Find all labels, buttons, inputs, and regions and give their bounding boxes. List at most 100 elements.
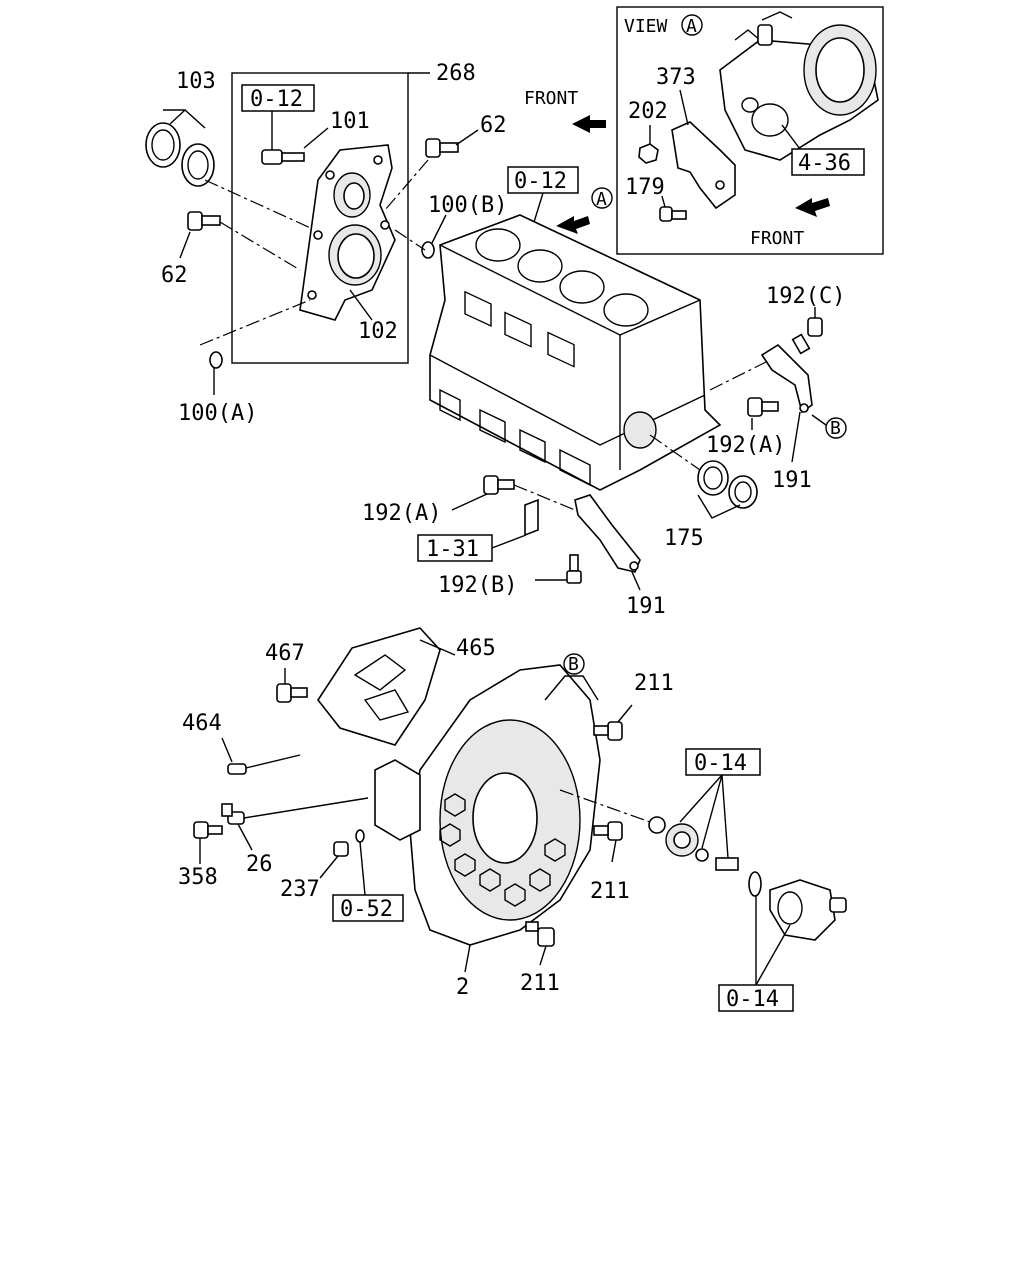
bolt-358 — [193, 821, 223, 839]
pump-0-14 — [748, 871, 847, 941]
front-arrow-icon — [572, 115, 606, 133]
leader-131 — [491, 534, 527, 549]
leader-179 — [661, 195, 666, 208]
idler-gear-0-14 — [648, 816, 739, 871]
label-175: 175 — [664, 526, 704, 551]
leader-191a — [791, 411, 801, 463]
label-131: 1-31 — [426, 537, 479, 562]
label-052: 0-52 — [340, 897, 393, 922]
label-62b: 62 — [161, 263, 188, 288]
oil-seal-103 — [145, 122, 215, 187]
leader-mark-b1 — [811, 414, 827, 426]
o-ring-100b — [421, 241, 435, 259]
label-62a: 62 — [480, 113, 507, 138]
centerline-464 — [245, 754, 301, 769]
label-191b: 191 — [626, 594, 666, 619]
leader-014a-2 — [701, 774, 723, 849]
label-211b: 211 — [590, 879, 630, 904]
bolt-192a-right — [747, 397, 779, 417]
label-2: 2 — [456, 975, 469, 1000]
leader-052 — [359, 841, 366, 896]
leader-102 — [349, 289, 373, 321]
label-465: 465 — [456, 636, 496, 661]
label-100b: 100(B) — [428, 193, 507, 218]
bracket-1-31 — [524, 498, 539, 537]
centerline-seal — [204, 179, 316, 231]
label-mark-b2: B — [568, 654, 579, 675]
label-mark-b1: B — [830, 418, 841, 439]
bolt-62-left — [187, 211, 221, 231]
label-191a: 191 — [772, 468, 812, 493]
leader-014b-2 — [755, 924, 791, 986]
leader-373 — [679, 89, 689, 126]
pin-464 — [227, 763, 247, 775]
leader-211b — [611, 839, 617, 863]
label-436: 4-36 — [798, 151, 851, 176]
leader-014a-3 — [721, 774, 729, 859]
label-268: 268 — [436, 61, 476, 86]
bolt-211-middle — [593, 821, 623, 841]
bolt-192a-lower — [483, 475, 515, 495]
nut-202 — [638, 143, 659, 164]
label-211c: 211 — [520, 971, 560, 996]
label-101: 101 — [330, 109, 370, 134]
bolt-101 — [261, 149, 305, 165]
injection-pump-assembly — [719, 11, 879, 161]
leader-mark-b2 — [544, 675, 599, 701]
bracket-373 — [671, 121, 736, 210]
ref-box-436[interactable] — [791, 148, 865, 176]
leader-465 — [419, 639, 456, 656]
ref-box-131[interactable] — [417, 534, 493, 562]
label-front2: FRONT — [750, 228, 804, 249]
centerline-gear — [559, 789, 651, 823]
bolt-192b — [566, 554, 582, 584]
leader-211c — [539, 945, 547, 966]
centerline-26 — [243, 797, 369, 819]
front-cover-plate — [299, 144, 396, 321]
ref-box-052[interactable] — [332, 894, 404, 922]
ref-box-012b[interactable] — [507, 166, 579, 194]
label-192a1: 192(A) — [706, 433, 785, 458]
label-192a2: 192(A) — [362, 501, 441, 526]
leader-014a-1 — [679, 774, 723, 823]
bracket-191-right — [760, 343, 813, 414]
bolt-467 — [276, 683, 308, 703]
leader-62b — [179, 231, 191, 259]
leader-436 — [781, 124, 801, 150]
label-179: 179 — [625, 175, 665, 200]
bolt-62-upper — [425, 138, 459, 158]
label-467: 467 — [265, 641, 305, 666]
ref-box-012a[interactable] — [241, 84, 315, 112]
ref-box-014a[interactable] — [685, 748, 761, 776]
label-mark-a2: A — [686, 16, 697, 37]
centerline-192a2 — [513, 484, 576, 511]
circle-mark-b2 — [563, 653, 585, 675]
label-014b: 0-14 — [726, 987, 779, 1012]
oil-seal-175 — [697, 460, 758, 509]
centerline-62b — [219, 221, 301, 271]
flywheel-housing-2 — [374, 664, 601, 946]
label-26: 26 — [246, 852, 273, 877]
leader-62a — [455, 129, 479, 146]
label-202: 202 — [628, 99, 668, 124]
label-100a: 100(A) — [178, 401, 257, 426]
label-464: 464 — [182, 711, 222, 736]
label-237: 237 — [280, 877, 320, 902]
leader-101 — [303, 127, 329, 149]
label-102: 102 — [358, 319, 398, 344]
label-view: VIEW — [624, 16, 668, 37]
leader-26 — [237, 823, 253, 851]
leader-2 — [464, 944, 471, 973]
circle-mark-a1 — [591, 187, 613, 209]
bolt-211-top — [593, 721, 623, 741]
bolt-192c — [791, 317, 823, 355]
label-192c: 192(C) — [766, 284, 845, 309]
bracket-373-hole — [715, 180, 725, 190]
centerline-175 — [649, 434, 701, 471]
label-211a: 211 — [634, 671, 674, 696]
label-012b: 0-12 — [514, 169, 567, 194]
label-012a: 0-12 — [250, 87, 303, 112]
front-arrow-inset-icon — [795, 198, 830, 217]
